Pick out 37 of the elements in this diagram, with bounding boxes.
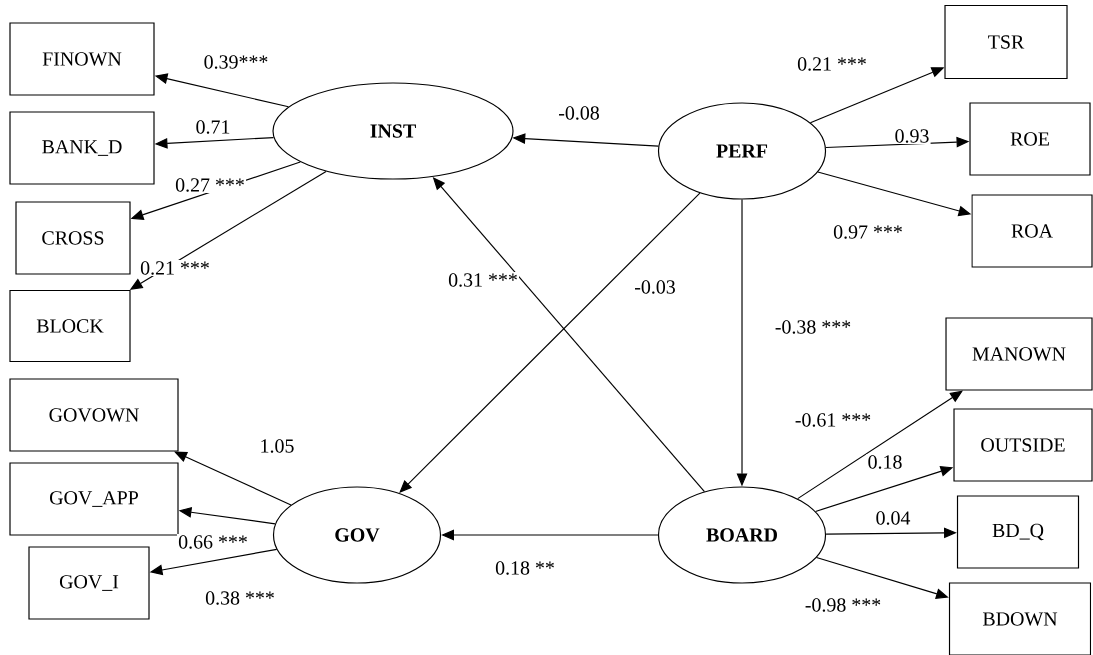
variable-box: CROSS xyxy=(15,201,131,275)
variable-box: BD_Q xyxy=(956,495,1080,569)
edge-label: 0.39*** xyxy=(202,54,270,70)
arrow xyxy=(815,556,949,599)
edge-label: 0.93 xyxy=(893,128,931,144)
edge-label: 1.05 xyxy=(258,438,296,454)
variable-box: ROA xyxy=(971,194,1093,268)
variable-box: BDOWN xyxy=(948,582,1092,655)
edge-label: 0.04 xyxy=(874,510,912,526)
variable-box: ROE xyxy=(969,102,1091,176)
variable-box: GOV_I xyxy=(28,546,150,620)
edge-label: -0.98 *** xyxy=(803,597,883,613)
variable-box: FINOWN xyxy=(9,22,155,96)
edge-label: 0.21 *** xyxy=(796,56,869,72)
edge-label: 0.18 ** xyxy=(493,560,557,576)
edge-label: 0.66 *** xyxy=(177,534,250,550)
edge-label: 0.97 *** xyxy=(832,224,905,240)
edge-label: -0.61 *** xyxy=(793,412,873,428)
variable-box: GOVOWN xyxy=(9,378,179,452)
edge-label: -0.08 xyxy=(557,105,601,121)
edge-label: -0.38 *** xyxy=(773,319,853,335)
variable-box: OUTSIDE xyxy=(953,408,1093,482)
arrow xyxy=(797,390,963,500)
variable-box: MANOWN xyxy=(945,317,1093,391)
edge-label: 0.38 *** xyxy=(204,590,277,606)
edge-label: 0.27 *** xyxy=(174,177,247,193)
variable-box: TSR xyxy=(944,4,1068,80)
edge-label: 0.71 xyxy=(194,119,232,135)
arrow xyxy=(174,451,292,506)
arrow xyxy=(399,192,701,493)
variable-box: GOV_APP xyxy=(9,462,179,536)
edge-label: 0.18 xyxy=(866,454,904,470)
edge-label: -0.03 xyxy=(633,279,677,295)
variable-box: BLOCK xyxy=(9,289,131,363)
edge-label: 0.31 *** xyxy=(447,272,520,288)
edge-label: 0.21 *** xyxy=(139,260,212,276)
variable-box: BANK_D xyxy=(9,111,155,185)
